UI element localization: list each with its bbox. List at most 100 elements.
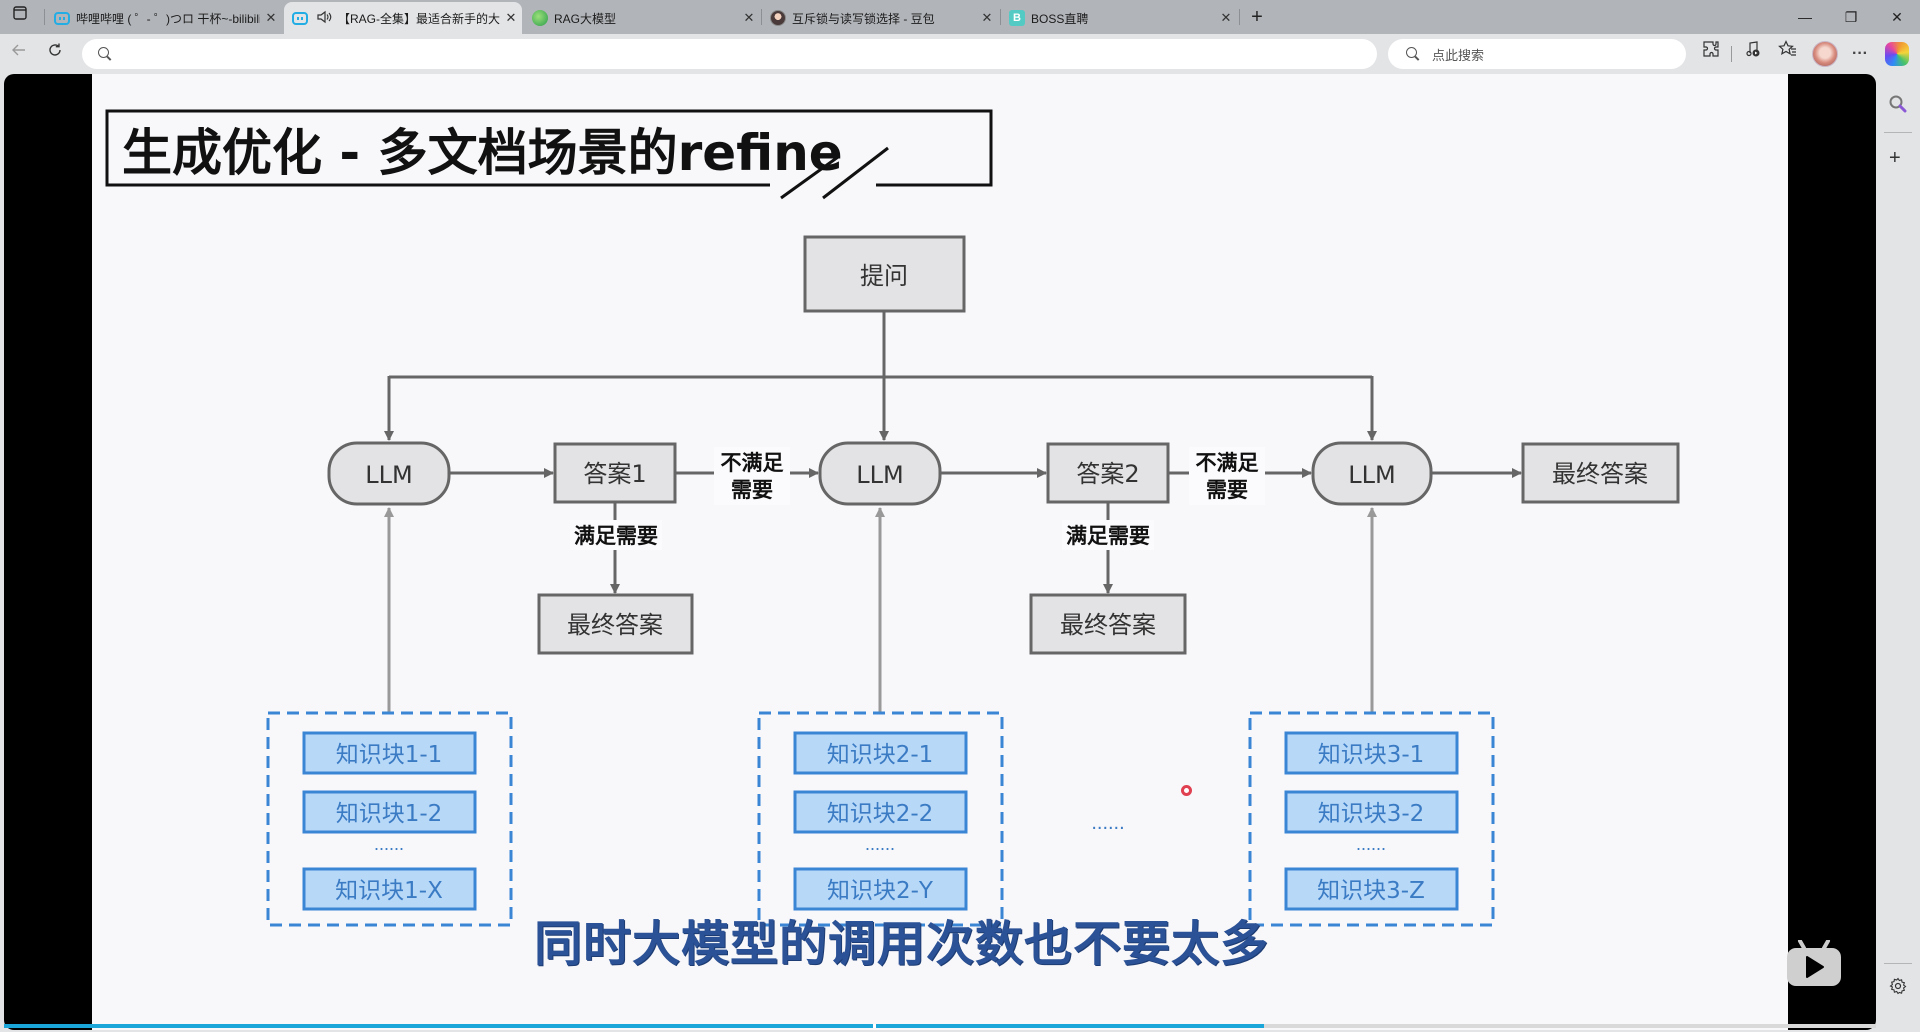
close-tab-icon[interactable]: ✕ — [505, 10, 517, 25]
knowledge-chunk — [302, 867, 477, 911]
chunk-group-1 — [266, 711, 513, 927]
tab-boss[interactable]: B BOSS直聘 ✕ — [1001, 2, 1237, 34]
slide-title: 生成优化 - 多文档场景的refine — [122, 124, 843, 182]
search-placeholder: 点此搜索 — [1432, 47, 1485, 63]
tab-strip: 哔哩哔哩 ( ゜- ゜)つロ 干杯~-bilibili ✕ 【RAG-全集】最适… — [0, 0, 1920, 34]
tab-title: BOSS直聘 — [1031, 11, 1089, 26]
not-satisfied-label: 不满足 — [721, 451, 784, 475]
knowledge-chunk-label: 知识块1-X — [335, 878, 443, 904]
answer-label-2: 答案2 — [1076, 460, 1139, 488]
favorites-icon[interactable] — [1774, 40, 1802, 68]
knowledge-chunk-label: 知识块3-2 — [1318, 801, 1425, 827]
knowledge-chunk — [302, 731, 477, 775]
answer-label-1: 答案1 — [583, 460, 646, 488]
green-leaf-icon — [532, 10, 548, 26]
bilibili-icon — [54, 11, 70, 25]
tab-bilibili-home[interactable]: 哔哩哔哩 ( ゜- ゜)つロ 干杯~-bilibili ✕ — [46, 2, 282, 34]
knowledge-chunk — [302, 790, 477, 834]
minimize-button[interactable]: — — [1798, 9, 1812, 25]
tab-actions-icon[interactable] — [6, 3, 34, 31]
llm-label: LLM — [1348, 461, 1395, 489]
url-input[interactable] — [122, 44, 1322, 64]
tab-doubao[interactable]: 互斥锁与读写锁选择 - 豆包 ✕ — [762, 2, 998, 34]
knowledge-chunk-label: 知识块2-2 — [827, 801, 934, 827]
close-tab-icon[interactable]: ✕ — [1220, 10, 1232, 25]
video-progress-bar[interactable] — [4, 1024, 1876, 1028]
answer-node-1 — [553, 442, 677, 504]
panel-divider — [1884, 963, 1912, 964]
title-slash — [780, 155, 839, 200]
llm-label: LLM — [365, 461, 412, 489]
refresh-icon[interactable] — [41, 40, 69, 68]
chunk-group-3 — [1248, 711, 1495, 927]
tab-rag-video[interactable]: 【RAG-全集】最适合新手的大模型 ✕ — [284, 2, 522, 34]
speaker-icon[interactable] — [316, 10, 332, 27]
restore-button[interactable]: ❐ — [1844, 9, 1858, 25]
question-label: 提问 — [860, 262, 908, 290]
chunk-group-2 — [757, 711, 1004, 927]
bilibili-play-button[interactable] — [1787, 939, 1841, 986]
llm-label: LLM — [856, 461, 903, 489]
side-panel: + — [1876, 74, 1920, 1032]
tab-rag-model[interactable]: RAG大模型 ✕ — [524, 2, 760, 34]
satisfied-label: 满足需要 — [1066, 524, 1150, 548]
final-answer-node-3 — [1521, 442, 1680, 504]
video-subtitle: 同时大模型的调用次数也不要太多 — [534, 916, 1270, 972]
refine-flow-diagram: 生成优化 - 多文档场景的refine 提问 LLM LLM LLM 答案1 答… — [105, 109, 1680, 927]
close-tab-icon[interactable]: ✕ — [981, 10, 993, 25]
chapter-marker — [872, 1024, 876, 1028]
tv-play-icon — [1787, 939, 1841, 986]
chunk-ellipsis: ...... — [374, 834, 404, 854]
new-tab-button[interactable]: + — [1251, 6, 1263, 28]
bilibili-icon — [292, 11, 308, 25]
doubao-avatar-icon — [770, 10, 786, 26]
not-satisfied-label: 需要 — [731, 478, 773, 502]
extensions-icon[interactable] — [1697, 40, 1725, 68]
profile-avatar[interactable] — [1812, 41, 1838, 67]
knowledge-chunk-label: 知识块3-Z — [1317, 878, 1425, 904]
knowledge-chunk — [793, 731, 968, 775]
copilot-icon[interactable] — [1885, 42, 1909, 66]
close-tab-icon[interactable]: ✕ — [265, 10, 277, 25]
chunk-ellipsis: ...... — [865, 834, 895, 854]
title-box: 生成优化 - 多文档场景的refine — [105, 109, 993, 200]
final-answer-node-2 — [1029, 593, 1187, 655]
slide: 生成优化 - 多文档场景的refine 提问 LLM LLM LLM 答案1 答… — [92, 74, 1788, 1030]
search-box[interactable]: 点此搜索 — [1388, 39, 1686, 69]
final-answer-label: 最终答案 — [1060, 611, 1156, 639]
label-bg — [570, 520, 662, 550]
more-icon[interactable]: ··· — [1852, 45, 1868, 62]
close-tab-icon[interactable]: ✕ — [743, 10, 755, 25]
knowledge-chunk — [793, 790, 968, 834]
final-answer-node-1 — [537, 593, 694, 655]
search-icon — [98, 47, 112, 61]
title-slash — [822, 146, 889, 200]
settings-icon[interactable] — [1889, 977, 1907, 1000]
knowledge-chunk-label: 知识块2-Y — [827, 878, 934, 904]
back-icon[interactable] — [5, 40, 33, 68]
add-icon[interactable]: + — [1889, 147, 1901, 169]
tab-title: RAG大模型 — [554, 11, 617, 26]
title-frame — [105, 109, 993, 187]
not-satisfied-label: 需要 — [1206, 478, 1248, 502]
groups-ellipsis: ...... — [1091, 812, 1124, 834]
close-window-button[interactable]: ✕ — [1891, 9, 1903, 25]
label-bg — [1062, 520, 1154, 550]
knowledge-chunk — [793, 867, 968, 911]
knowledge-chunk — [1284, 731, 1459, 775]
browser-toolbar: 点此搜索 ··· — [0, 34, 1920, 74]
video-player[interactable]: 生成优化 - 多文档场景的refine 提问 LLM LLM LLM 答案1 答… — [4, 74, 1876, 1030]
tab-title: 【RAG-全集】最适合新手的大模型 — [338, 11, 500, 26]
answer-node-2 — [1046, 442, 1170, 504]
media-control-icon[interactable] — [1739, 40, 1767, 68]
search-icon[interactable] — [1888, 94, 1908, 119]
final-answer-label: 最终答案 — [567, 611, 663, 639]
chunk-groups: 知识块1-1知识块1-2知识块1-X......知识块2-1知识块2-2知识块2… — [266, 711, 1495, 927]
toolbar-divider — [1731, 46, 1732, 62]
address-bar[interactable] — [82, 39, 1377, 69]
final-answer-label: 最终答案 — [1552, 460, 1648, 488]
label-bg — [1189, 447, 1265, 505]
knowledge-chunk-label: 知识块2-1 — [827, 742, 934, 768]
panel-divider — [1884, 132, 1912, 133]
label-bg — [714, 447, 790, 505]
